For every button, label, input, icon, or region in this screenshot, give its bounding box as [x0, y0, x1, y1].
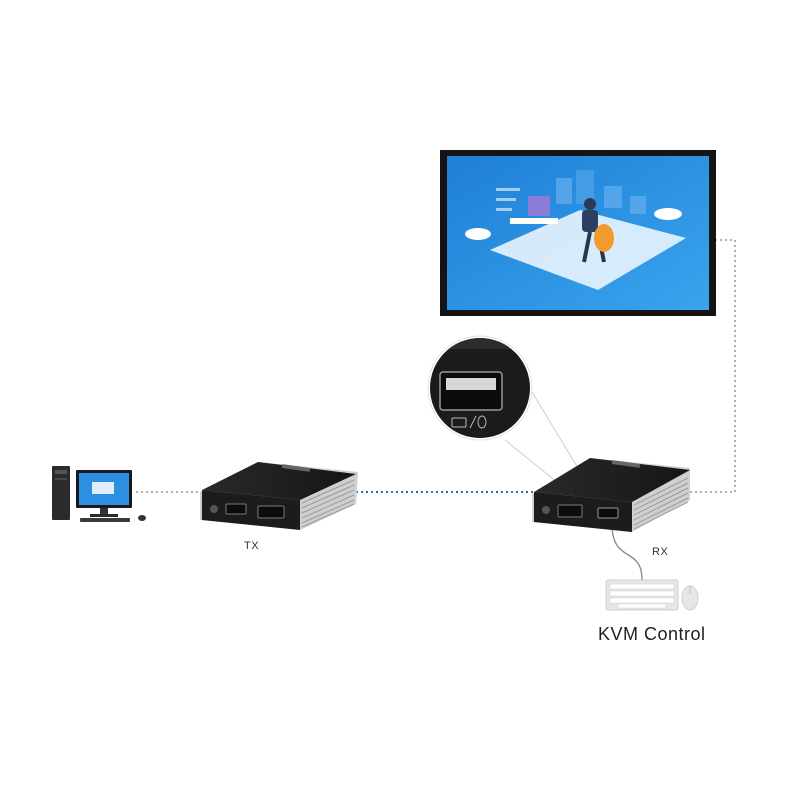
rx-side-fins	[633, 477, 689, 530]
tv-monitor-icon	[440, 150, 716, 316]
keyboard-icon	[605, 579, 679, 611]
tx-hdmi-in-port	[225, 503, 247, 515]
keyboard-cable	[611, 523, 643, 581]
rx-dc-port	[542, 506, 550, 514]
kvm-control-label: KVM Control	[598, 624, 706, 644]
usb-port-detail	[427, 335, 533, 441]
mouse-icon	[681, 585, 699, 611]
desktop-computer-icon	[52, 466, 146, 522]
rx-extender-device	[532, 458, 690, 532]
zoom-usb-port	[439, 371, 503, 411]
tx-hdmi-loop-port	[257, 505, 285, 519]
rx-label: RX	[652, 546, 669, 558]
zoom-keyboard-mouse-icon	[451, 417, 467, 428]
rx-hdmi-out-port	[557, 504, 583, 518]
tx-label: TX	[244, 540, 260, 552]
tx-side-fins	[301, 479, 355, 528]
rx-usb-port	[597, 507, 619, 519]
rx-to-display-cable	[690, 239, 736, 493]
tx-extender-device	[200, 462, 358, 530]
screen-illustration	[465, 170, 686, 290]
tx-dc-port	[210, 505, 218, 513]
